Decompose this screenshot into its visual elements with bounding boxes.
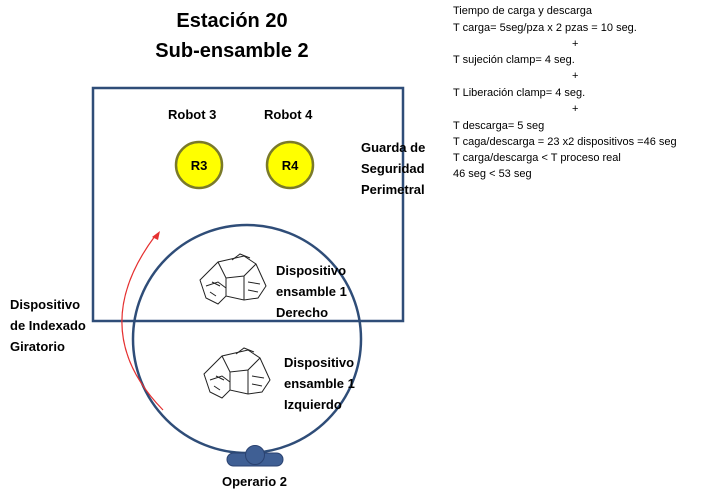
timing-line-8: 46 seg < 53 seg [453, 168, 532, 180]
fixture-right-sketch-icon [199, 253, 267, 305]
fixture-left-line-1: Dispositivo [284, 355, 355, 370]
operator-figure-icon [226, 445, 284, 467]
guard-label: Guarda de Seguridad Perimetral [361, 137, 425, 200]
rotation-arrowhead-icon [152, 231, 160, 240]
fixture-left-label: Dispositivo ensamble 1 Izquierdo [284, 352, 355, 415]
safety-guard-outline [91, 86, 405, 323]
robot-4-marker [265, 140, 315, 190]
timing-plus-2: + [572, 70, 579, 82]
station-subtitle: Sub-ensamble 2 [155, 40, 309, 62]
rotary-label-line-3: Giratorio [10, 339, 65, 354]
rotary-label-line-1: Dispositivo [10, 297, 81, 312]
fixture-left-sketch-icon [203, 347, 271, 399]
robot-4-badge: R4 [281, 158, 299, 173]
rotary-device-label: Dispositivo de Indexado Giratorio [10, 294, 86, 357]
guard-label-line-3: Perimetral [361, 182, 425, 197]
station-title: Estación 20 [176, 10, 288, 32]
rotary-label-line-2: de Indexado [10, 318, 86, 333]
fixture-left-line-3: Izquierdo [284, 397, 342, 412]
robot-3-marker [174, 140, 224, 190]
robot-3-badge: R3 [190, 158, 208, 173]
fixture-right-line-2: ensamble 1 [276, 284, 347, 299]
timing-plus-1: + [572, 38, 579, 50]
timing-plus-3: + [572, 103, 579, 115]
fixture-right-line-1: Dispositivo [276, 263, 347, 278]
operator-label: Operario 2 [222, 474, 288, 489]
fixture-left-line-2: ensamble 1 [284, 376, 355, 391]
fixture-right-label: Dispositivo ensamble 1 Derecho [276, 260, 347, 323]
timing-line-4: T Liberación clamp= 4 seg. [453, 87, 586, 99]
rotation-arc [121, 235, 164, 411]
robot-3-label: Robot 3 [168, 107, 217, 122]
timing-line-7: T carga/descarga < T proceso real [453, 152, 621, 164]
timing-line-3: T sujeción clamp= 4 seg. [453, 54, 575, 66]
timing-line-5: T descarga= 5 seg [453, 120, 545, 132]
robot-4-label: Robot 4 [264, 107, 313, 122]
timing-line-1: Tiempo de carga y descarga [453, 5, 592, 17]
timing-line-6: T caga/descarga = 23 x2 dispositivos =46… [453, 136, 677, 148]
fixture-right-line-3: Derecho [276, 305, 329, 320]
guard-label-line-2: Seguridad [361, 161, 425, 176]
timing-line-2: T carga= 5seg/pza x 2 pzas = 10 seg. [453, 22, 637, 34]
guard-label-line-1: Guarda de [361, 140, 426, 155]
